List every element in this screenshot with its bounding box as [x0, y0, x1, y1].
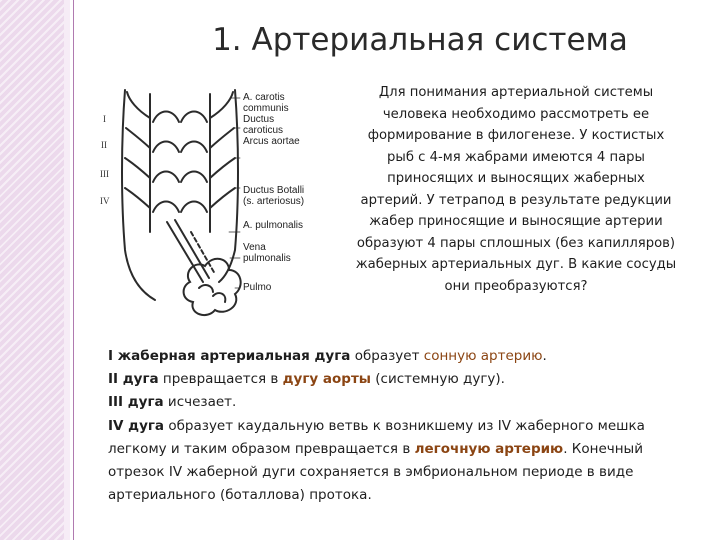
arch-2-fate: II дуга превращается в дугу аорты (систе… — [108, 368, 708, 391]
center-arch-4b — [180, 200, 208, 213]
intro-paragraph: Для понимания артериальной системы челов… — [336, 82, 696, 297]
center-arch-2a — [152, 140, 180, 153]
arch-4-fate-line2: легкому и таким образом превращается в л… — [108, 438, 708, 461]
arch-3-right — [209, 157, 236, 179]
intro-line: формирование в филогенезе. У костистых — [367, 128, 665, 143]
center-arch-4a — [152, 200, 180, 213]
label-arcus-aortae: Arcus aortae — [243, 136, 300, 147]
pulmonary-vessel-2 — [174, 219, 210, 279]
arch-number-3: III — [100, 169, 109, 179]
lung-outline — [182, 257, 242, 317]
decorative-side-band — [0, 0, 64, 540]
intro-line: человека необходимо рассмотреть ее — [382, 106, 650, 122]
arch-4-right — [209, 187, 236, 209]
arch-2-left — [125, 127, 151, 149]
left-aorta-wall — [121, 89, 156, 301]
lung-inner-2 — [212, 292, 227, 303]
aortic-arch-highlight: дугу аорты — [282, 371, 371, 388]
arches-drawing — [121, 89, 242, 317]
pulmonary-artery-highlight: легочную артерию — [414, 440, 564, 457]
arch-3-text: исчезает. — [163, 394, 237, 411]
arch-1-right — [209, 91, 234, 119]
label-ductus-botalli-line2: (s. arteriosus) — [243, 196, 305, 207]
intro-line: приносящих и выносящих жаберных — [387, 171, 645, 186]
intro-line: Для понимания артериальной системы — [378, 85, 654, 100]
label-ductus-caroticus-line2: caroticus — [243, 125, 284, 136]
label-vena-pulmonalis-line1: Vena — [243, 242, 266, 253]
arch-4-fate-line4: артериального (боталлова) протока. — [108, 487, 372, 504]
label-ductus-botalli-line1: Ductus Botalli — [243, 185, 305, 196]
arch-4-term: IV дуга — [108, 417, 165, 434]
label-a-pulmonalis: A. pulmonalis — [243, 220, 304, 231]
center-arch-2b — [180, 140, 208, 153]
arch-2-right — [209, 127, 235, 149]
intro-line: они преобразуются? — [444, 278, 588, 294]
carotid-artery-highlight: сонную артерию — [423, 348, 543, 364]
intro-line: артерий. У тетрапод в результате редукци… — [360, 192, 672, 208]
arch-number-1: I — [103, 114, 106, 124]
intro-line: жабер приносящие и выносящие артерии — [369, 214, 663, 229]
center-arch-1b — [180, 110, 208, 123]
decorative-band-edge — [64, 0, 70, 540]
center-arch-3b — [180, 170, 208, 183]
arch-1-term: I жаберная артериальная дуга — [108, 348, 351, 364]
arch-1-fate: I жаберная артериальная дуга образует со… — [108, 345, 708, 368]
pulmonary-vessel-3 — [190, 231, 216, 275]
arch-4-line2-pre: легкому и таким образом превращается в — [108, 440, 415, 457]
arch-3-term: III дуга — [108, 394, 164, 411]
arch-3-left — [124, 157, 151, 179]
arterial-arches-diagram: I II III IV A. carotis communis Ductus c… — [95, 82, 335, 322]
decorative-vertical-line — [73, 0, 74, 540]
right-aorta-wall — [218, 89, 239, 283]
arch-2-end: (системную дугу). — [371, 371, 505, 388]
arch-4-left — [124, 187, 151, 209]
center-arch-1a — [152, 110, 180, 123]
intro-line: жаберных артериальных дуг. В какие сосуд… — [355, 257, 677, 272]
arch-4-line2-post: . Конечный — [563, 440, 643, 457]
arch-number-2: II — [101, 140, 107, 150]
arch-number-4: IV — [100, 196, 110, 206]
intro-line: рыб с 4-мя жабрами имеются 4 пары — [387, 149, 645, 165]
label-ductus-caroticus-line1: Ductus — [243, 114, 275, 125]
intro-line: образуют 4 пары сплошных (без капилляров… — [356, 235, 676, 251]
center-arch-3a — [152, 170, 180, 183]
arch-2-text: превращается в — [158, 371, 283, 388]
arch-fate-description: I жаберная артериальная дуга образует со… — [108, 345, 708, 507]
arch-3-fate: III дуга исчезает. — [108, 391, 708, 414]
arch-2-term: II дуга — [108, 371, 159, 388]
arch-1-end: . — [542, 348, 547, 364]
label-carotis-line2: communis — [243, 103, 289, 114]
lung-inner-1 — [198, 284, 214, 293]
label-pulmo: Pulmo — [243, 282, 272, 293]
arch-4-line1: образует каудальную ветвь к возникшему и… — [164, 417, 645, 434]
label-carotis-line1: A. carotis — [243, 92, 285, 103]
leader-lines — [228, 97, 241, 289]
label-vena-pulmonalis-line2: pulmonalis — [243, 253, 291, 264]
arch-1-left — [126, 91, 151, 119]
slide-title: 1. Артериальная система — [212, 22, 628, 58]
arch-4-fate-line3: отрезок IV жаберной дуги сохраняется в э… — [108, 464, 634, 481]
pulmonary-vessel-1 — [166, 221, 204, 283]
arch-4-fate: IV дуга образует каудальную ветвь к возн… — [108, 415, 708, 438]
arch-1-text: образует — [350, 348, 424, 364]
